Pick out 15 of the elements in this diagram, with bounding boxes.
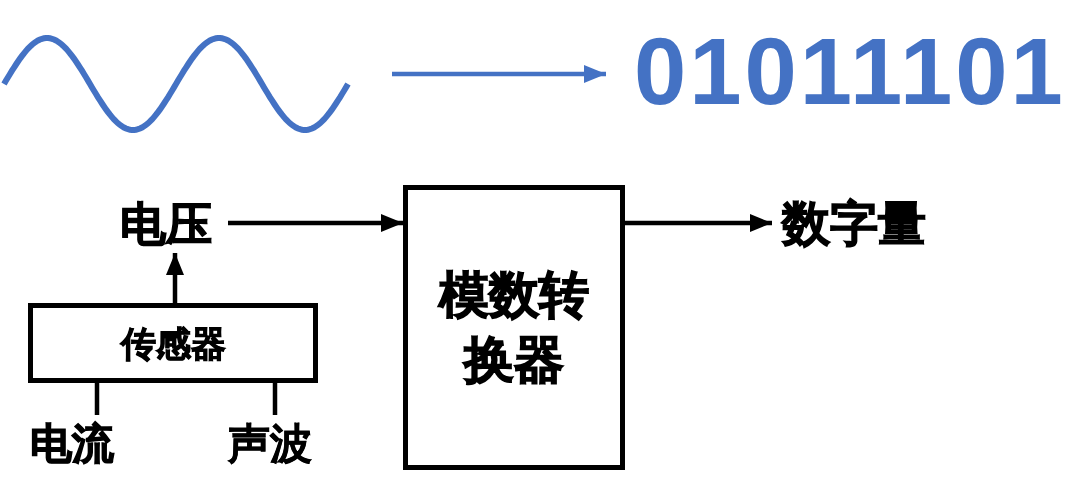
process-box	[28, 303, 318, 383]
box-label: 模数转换器	[437, 265, 590, 390]
arrow	[166, 253, 184, 303]
process-box	[403, 185, 625, 470]
signal-label: 声波	[228, 423, 312, 465]
box-label: 传感器	[120, 325, 226, 361]
signal-label: 电压	[120, 201, 212, 247]
signal-label: 电流	[30, 423, 114, 465]
arrow	[228, 214, 403, 232]
arrow	[392, 65, 606, 83]
arrow	[625, 214, 772, 232]
connector-line	[94, 383, 100, 415]
connector-line	[272, 383, 278, 415]
signal-label: 数字量	[782, 200, 926, 248]
binary-digits: 01011101	[634, 25, 1066, 119]
